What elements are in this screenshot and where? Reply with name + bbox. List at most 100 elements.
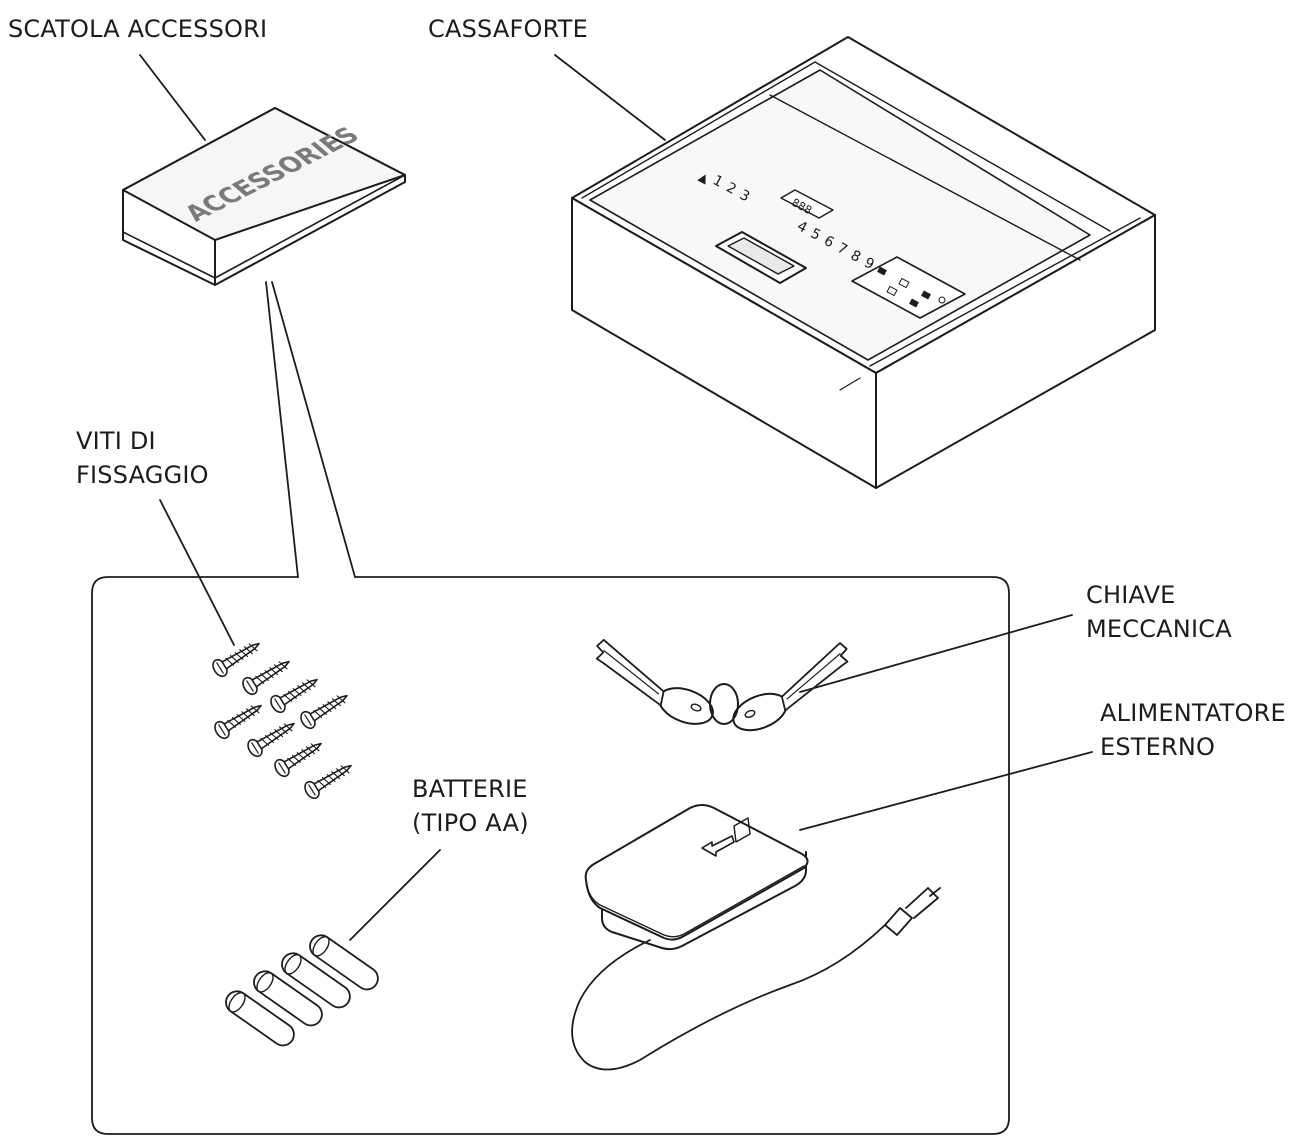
- screw-thread: [227, 719, 237, 728]
- screw-thread: [310, 743, 320, 752]
- label-accessory-box-text: SCATOLA ACCESSORI: [8, 15, 268, 43]
- screw-slot: [251, 742, 259, 754]
- screw-thread: [335, 768, 345, 777]
- key-left: [595, 638, 714, 725]
- key-left-head: [658, 687, 714, 725]
- screw-thread: [331, 771, 341, 780]
- safe-control-led-5: [909, 298, 919, 308]
- screw-thread: [287, 690, 297, 699]
- safe-control-led-3: [921, 290, 931, 300]
- screw-thread: [306, 679, 316, 688]
- key-right: [732, 642, 849, 732]
- key-left-hole: [690, 703, 702, 712]
- screw-slot: [278, 762, 286, 774]
- safe-door-hinge-line: [769, 94, 1081, 261]
- key-left-blade: [595, 638, 665, 707]
- screw-thread: [245, 708, 255, 717]
- screw-thread: [336, 695, 346, 704]
- safe-rim-inner: [581, 61, 1111, 232]
- label-power-line2: ESTERNO: [1100, 733, 1216, 761]
- label-power-supply: ALIMENTATORE ESTERNO: [1100, 696, 1286, 764]
- battery-terminal: [228, 991, 246, 1013]
- screw-shaft: [279, 678, 318, 706]
- screw-thread: [291, 754, 301, 763]
- safe-handle-slot: [727, 237, 795, 275]
- battery: [309, 934, 379, 991]
- key-ring: [709, 683, 739, 725]
- screw-thread: [260, 737, 270, 746]
- screw-shaft: [256, 722, 295, 750]
- accessories-panel: [91, 576, 1010, 1135]
- label-screws: VITI DI FISSAGGIO: [76, 424, 209, 492]
- screw-thread: [248, 643, 258, 652]
- battery: [225, 990, 295, 1047]
- leader-safe: [554, 54, 666, 141]
- screw-thread: [296, 752, 306, 761]
- label-screws-line2: FISSAGGIO: [76, 461, 209, 489]
- screw-thread: [321, 776, 331, 785]
- screws-group: [212, 642, 352, 800]
- leader-batteries: [349, 849, 441, 941]
- power-supply-slot-icon: [733, 817, 751, 843]
- battery: [281, 952, 351, 1009]
- screw-shaft: [221, 642, 260, 670]
- screw-thread: [305, 746, 315, 755]
- battery-terminal: [312, 935, 330, 957]
- safe-control-led-1: [877, 266, 887, 276]
- label-power-line1: ALIMENTATORE: [1100, 699, 1286, 727]
- screw-thread: [340, 765, 350, 774]
- screw-slot: [246, 680, 254, 692]
- screw-slot: [216, 662, 224, 674]
- screw: [242, 660, 290, 696]
- screw-thread: [255, 675, 265, 684]
- screw-thread: [326, 774, 336, 783]
- screw-thread: [239, 649, 249, 658]
- screw-thread: [297, 685, 307, 694]
- leader-screws: [159, 499, 235, 646]
- screw-thread: [313, 709, 323, 718]
- power-supply-cable: [571, 924, 886, 1071]
- screw: [214, 704, 262, 740]
- safe-right-side: [875, 214, 1156, 489]
- battery-terminal: [284, 953, 302, 975]
- power-supply-arrow-icon: [701, 835, 735, 857]
- safe-display: [780, 189, 834, 219]
- screw-thread: [327, 701, 337, 710]
- leader-accessory-box: [139, 54, 206, 141]
- batteries-group: [225, 934, 379, 1047]
- screw-thread: [283, 723, 293, 732]
- label-key-line2: MECCANICA: [1086, 615, 1232, 643]
- screw-thread: [225, 657, 235, 666]
- screw-slot: [218, 724, 226, 736]
- screw-thread: [269, 732, 279, 741]
- label-batteries: BATTERIE (TIPO AA): [412, 772, 529, 840]
- power-supply-lid-edge: [585, 865, 805, 938]
- screw-thread: [331, 698, 341, 707]
- safe-door-panel: [589, 69, 1091, 361]
- callout-wedge-right: [271, 281, 356, 578]
- screw-thread: [236, 714, 246, 723]
- screw-thread: [234, 652, 244, 661]
- screw-slot: [274, 698, 282, 710]
- screw: [212, 642, 260, 678]
- battery: [253, 970, 323, 1027]
- screw-shaft: [313, 764, 352, 792]
- key-right-groove: [786, 653, 841, 700]
- screw-thread: [317, 706, 327, 715]
- callout-wedge-left: [265, 281, 299, 578]
- screw-thread: [301, 749, 311, 758]
- power-supply-plug-pin: [929, 887, 941, 897]
- screw-thread: [322, 704, 332, 713]
- battery-terminal: [256, 971, 274, 993]
- accessory-box-lid-seam-left: [122, 231, 216, 279]
- accessory-box-lid-seam-right: [214, 174, 406, 279]
- key-left-groove: [603, 650, 660, 695]
- screw-shaft: [309, 694, 348, 722]
- label-key-line1: CHIAVE: [1086, 581, 1176, 609]
- screw-thread: [243, 646, 253, 655]
- screw-thread: [229, 654, 239, 663]
- label-accessory-box: SCATOLA ACCESSORI: [8, 12, 267, 46]
- label-batteries-line1: BATTERIE: [412, 775, 528, 803]
